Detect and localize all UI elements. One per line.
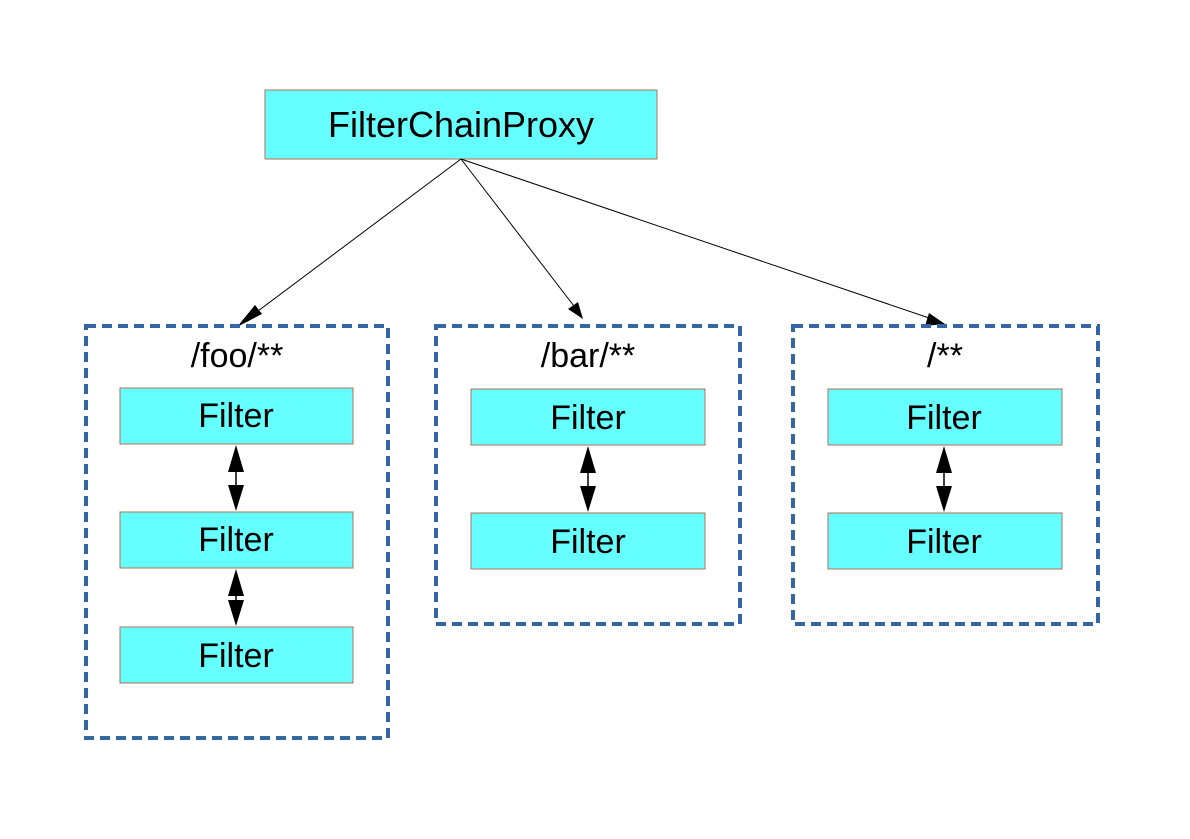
filter-label: Filter bbox=[550, 399, 626, 437]
arrowhead-bar bbox=[568, 302, 583, 319]
chain-root-pattern-border bbox=[791, 324, 1100, 626]
chain-foo-pattern: /foo/** bbox=[191, 337, 284, 375]
bidirectional-arrow bbox=[580, 446, 596, 512]
arrowhead-root-pattern bbox=[925, 313, 945, 326]
filter-box bbox=[119, 511, 354, 569]
bidirectional-arrow bbox=[228, 445, 244, 511]
chain-bar-pattern: /bar/** bbox=[541, 337, 636, 375]
bidirectional-arrow bbox=[936, 446, 952, 512]
filter-label: Filter bbox=[550, 523, 626, 561]
bidirectional-arrow bbox=[228, 569, 244, 626]
arrowhead-foo bbox=[237, 305, 262, 327]
filter-chain-proxy-node: FilterChainProxy bbox=[264, 89, 658, 160]
root-connectors bbox=[237, 158, 945, 327]
filter-label: Filter bbox=[906, 399, 982, 437]
filter-box bbox=[827, 512, 1063, 570]
chain-foo-border bbox=[84, 324, 390, 740]
filter-chain-proxy-label: FilterChainProxy bbox=[328, 104, 594, 145]
chain-bar: /bar/** Filter Filter bbox=[434, 324, 742, 626]
filter-box bbox=[827, 388, 1063, 446]
filter-label: Filter bbox=[198, 521, 274, 559]
filter-box bbox=[470, 388, 706, 446]
filter-box bbox=[470, 512, 706, 570]
connector-bar bbox=[460, 158, 578, 311]
filter-chain-proxy-box bbox=[264, 89, 658, 160]
chain-root-pattern: /** Filter Filter bbox=[791, 324, 1100, 626]
filter-box bbox=[119, 387, 354, 445]
filter-label: Filter bbox=[906, 523, 982, 561]
filter-label: Filter bbox=[198, 397, 274, 435]
filter-label: Filter bbox=[198, 637, 274, 675]
chain-root-pattern-pattern: /** bbox=[927, 337, 963, 375]
connector-root-pattern bbox=[460, 158, 936, 321]
connector-foo bbox=[245, 158, 462, 321]
chain-bar-border bbox=[434, 324, 742, 626]
chain-foo: /foo/** Filter Filter Filter bbox=[84, 324, 390, 740]
filter-box bbox=[119, 626, 354, 684]
